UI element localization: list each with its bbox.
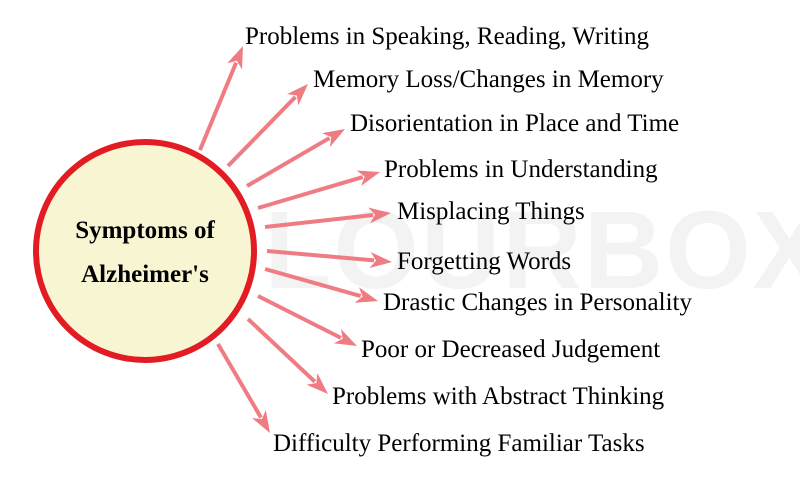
symptom-label: Problems in Speaking, Reading, Writing: [245, 23, 650, 50]
central-circle: [33, 139, 257, 363]
symptom-label: Drastic Changes in Personality: [383, 289, 692, 316]
arrow-head: [369, 252, 392, 269]
symptom-label: Problems in Understanding: [384, 156, 658, 183]
arrow: [226, 84, 308, 168]
arrow: [246, 317, 328, 394]
symptom-label: Memory Loss/Changes in Memory: [313, 66, 664, 93]
arrow: [266, 249, 392, 269]
arrow-shaft: [226, 95, 297, 168]
arrow-head: [333, 328, 357, 346]
symptom-labels: Problems in Speaking, Reading, WritingMe…: [245, 23, 692, 457]
arrow-head: [286, 84, 308, 106]
title-line-2: Alzheimer's: [81, 261, 209, 288]
arrows: [198, 46, 392, 433]
arrow: [257, 294, 357, 346]
arrow-head: [306, 373, 328, 394]
symptom-label: Problems with Abstract Thinking: [332, 383, 665, 410]
arrow-head: [354, 287, 378, 303]
arrow-head: [368, 207, 391, 224]
arrow-shaft: [266, 249, 375, 263]
arrow-shaft: [264, 212, 374, 229]
arrow: [245, 129, 345, 188]
arrow: [264, 207, 391, 229]
arrow-head: [251, 409, 270, 433]
symptom-label: Forgetting Words: [397, 248, 571, 275]
arrow-shaft: [257, 175, 364, 210]
symptom-label: Misplacing Things: [397, 198, 585, 225]
arrow-shaft: [246, 317, 317, 384]
symptom-label: Poor or Decreased Judgement: [361, 336, 660, 363]
arrow: [264, 267, 378, 303]
title-line-1: Symptoms of: [75, 217, 215, 244]
symptom-label: Disorientation in Place and Time: [350, 110, 679, 137]
arrow-shaft: [264, 267, 362, 299]
arrow: [198, 46, 243, 151]
arrow-head: [321, 129, 345, 147]
arrow-shaft: [257, 294, 342, 340]
arrow-head: [227, 46, 243, 70]
arrow-shaft: [245, 136, 331, 188]
arrow-head: [356, 170, 380, 186]
arrow-shaft: [198, 61, 238, 151]
symptom-label: Difficulty Performing Familiar Tasks: [273, 430, 645, 457]
arrow: [216, 342, 270, 433]
arrow: [257, 170, 380, 210]
arrow-shaft: [216, 342, 263, 419]
